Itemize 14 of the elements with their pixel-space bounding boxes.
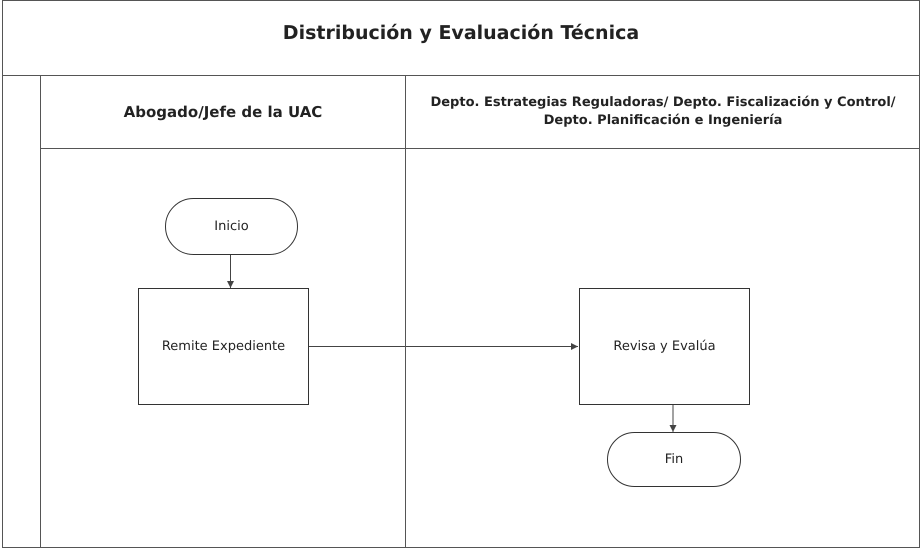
process-box [579, 288, 750, 405]
arrow [308, 343, 578, 350]
node-label: Revisa y Evalúa [613, 339, 716, 354]
node-label: Inicio [214, 219, 249, 234]
lane-title: Depto. Estrategias Reguladoras/ Depto. Fiscalización y Control/ Depto. Planificación e Ingeniería [429, 94, 897, 130]
arrow [227, 254, 234, 288]
node-label: Fin [664, 452, 684, 467]
node-label: Remite Expediente [162, 339, 286, 354]
swimlane [40, 76, 405, 548]
swimlane [405, 76, 920, 548]
diagram-title: Distribución y Evaluación Técnica [282, 22, 640, 44]
lane-title: Abogado/Jefe de la UAC [124, 102, 322, 122]
process-box [138, 288, 309, 405]
arrow [670, 404, 676, 432]
